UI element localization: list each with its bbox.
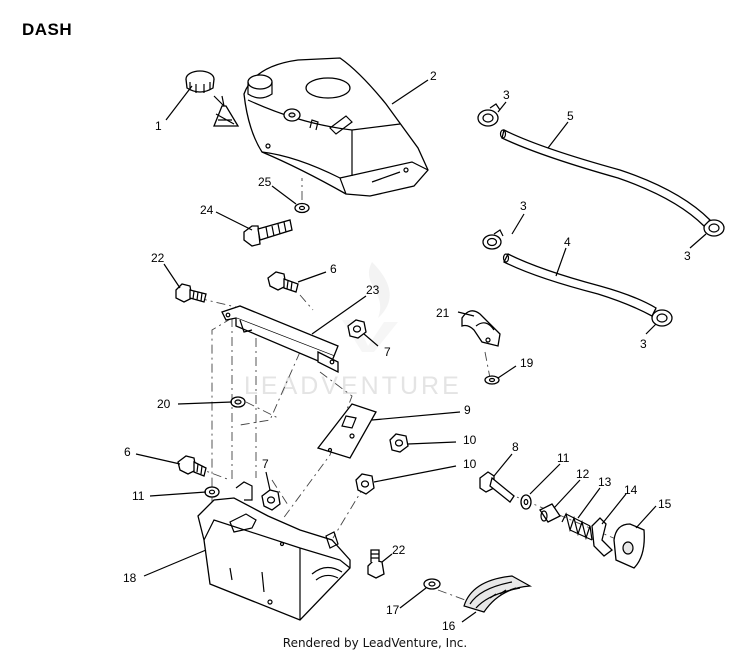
part-11-washer-left <box>204 486 220 498</box>
part-6-bolt-lower <box>177 455 207 477</box>
callout-22: 22 <box>392 543 406 557</box>
part-18-dash-panel <box>197 481 351 621</box>
part-1-fuel-cap <box>185 70 240 127</box>
callout-1: 1 <box>155 119 162 133</box>
leader-lines <box>135 79 707 623</box>
part-7-nut-top <box>347 319 367 339</box>
callout-12: 12 <box>576 467 590 481</box>
callout-8: 8 <box>512 440 519 454</box>
part-5-fuel-hose <box>499 129 711 227</box>
callout-3: 3 <box>503 88 510 102</box>
callout-25: 25 <box>258 175 272 189</box>
callout-9: 9 <box>464 403 471 417</box>
part-20-grommet <box>230 396 246 408</box>
part-24-bolt <box>243 219 293 247</box>
part-3-clamp-top <box>477 103 501 127</box>
callout-11: 11 <box>557 451 570 465</box>
callout-24: 24 <box>200 203 214 217</box>
part-4-fuel-hose <box>502 253 657 317</box>
part-3-clamp-mid <box>482 229 504 250</box>
callout-19: 19 <box>520 356 534 370</box>
diagram-title: DASH <box>22 20 73 39</box>
callout-7: 7 <box>384 345 391 359</box>
callout-3: 3 <box>640 337 647 351</box>
part-2-fuel-tank <box>243 57 429 197</box>
callout-3: 3 <box>684 249 691 263</box>
part-10-nut-upper <box>389 433 409 453</box>
callout-20: 20 <box>157 397 171 411</box>
part-25-washer <box>294 202 310 214</box>
part-7-nut-lower <box>261 489 281 511</box>
part-19-washer <box>484 375 500 385</box>
callout-7: 7 <box>262 457 269 471</box>
part-13-spring <box>561 512 593 541</box>
part-9-plate <box>316 403 377 459</box>
part-21-clip <box>461 310 501 347</box>
callouts: 1 2 3 5 3 4 3 3 25 24 22 6 23 7 21 19 20… <box>123 69 691 633</box>
render-credit: Rendered by LeadVenture, Inc. <box>282 636 468 650</box>
callout-6: 6 <box>330 262 337 276</box>
part-8-bolt-long <box>479 471 515 503</box>
part-17-washer <box>423 578 441 590</box>
part-6-bolt-top <box>267 271 299 293</box>
part-11-washer-right <box>520 494 532 510</box>
part-14-clip <box>591 517 613 557</box>
callout-16: 16 <box>442 619 456 633</box>
part-12-spacer <box>539 503 561 523</box>
callout-5: 5 <box>567 109 574 123</box>
callout-6: 6 <box>124 445 131 459</box>
part-23-bracket <box>221 305 339 374</box>
callout-23: 23 <box>366 283 380 297</box>
callout-14: 14 <box>624 483 638 497</box>
callout-13: 13 <box>598 475 612 489</box>
part-15-knob <box>613 523 645 569</box>
callout-11: 11 <box>132 489 145 503</box>
part-10-nut-lower <box>355 473 375 495</box>
part-16-decal <box>463 575 533 613</box>
callout-10: 10 <box>463 433 477 447</box>
callout-21: 21 <box>436 306 450 320</box>
part-22-bolt-lower <box>367 549 385 579</box>
callout-17: 17 <box>386 603 400 617</box>
callout-10: 10 <box>463 457 477 471</box>
callout-15: 15 <box>658 497 672 511</box>
callout-2: 2 <box>430 69 437 83</box>
callout-22: 22 <box>151 251 165 265</box>
callout-4: 4 <box>564 235 571 249</box>
part-22-bolt-top <box>175 283 207 303</box>
callout-18: 18 <box>123 571 137 585</box>
callout-3: 3 <box>520 199 527 213</box>
